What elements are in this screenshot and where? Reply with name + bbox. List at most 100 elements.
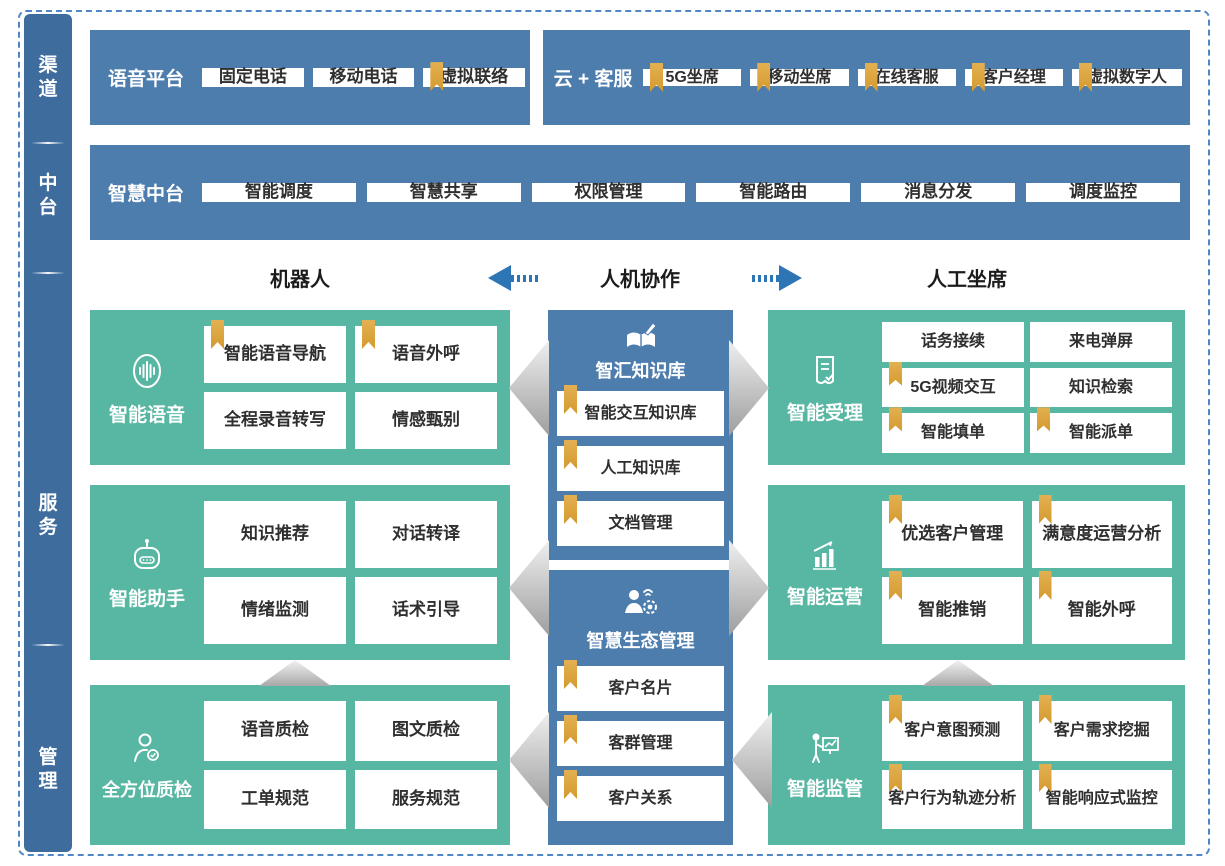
layer-label-text: 渠道: [38, 55, 58, 100]
feature-card: 客户经理: [964, 62, 1063, 92]
arrow-right-icon: [752, 265, 802, 291]
feature-label: 权限管理: [574, 182, 643, 202]
smart-midplatform-items: 智能调度 智慧共享 权限管理 智能路由 消息分发 调度监控: [202, 182, 1180, 202]
feature-card: 话务接续: [882, 322, 1024, 362]
feature-label: 情感甄别: [392, 410, 460, 430]
bookmark-ribbon-icon: [564, 440, 577, 469]
voice-platform-panel: 语音平台 固定电话 移动电话 虚拟联络: [90, 30, 530, 125]
feature-card: 客户行为轨迹分析: [882, 763, 1023, 829]
bookmark-ribbon-icon: [889, 763, 902, 793]
arrow-right-head: [779, 265, 802, 291]
ecosystem-management-title: 智慧生态管理: [586, 631, 695, 651]
knowledge-base-panel: 智汇知识库 智能交互知识库 人工知识库 文档管理: [548, 310, 733, 560]
feature-card: 调度监控: [1026, 182, 1180, 202]
feature-label: 客户行为轨迹分析: [888, 790, 1017, 808]
feature-label: 语音外呼: [392, 344, 460, 364]
feature-label: 智能交互知识库: [584, 404, 697, 422]
feature-label: 智能语音导航: [224, 344, 326, 364]
feature-label: 虚拟联络: [440, 67, 509, 87]
feature-label: 客户需求挖掘: [1053, 721, 1150, 739]
smart-acceptance-side: 智能受理: [768, 310, 882, 465]
trend-chart-icon: [813, 540, 836, 570]
feature-card: 在线客服: [857, 62, 956, 92]
feature-card: 全程录音转写: [204, 392, 346, 449]
feature-card: 客户名片: [557, 660, 724, 711]
feature-card: 满意度运营分析: [1031, 495, 1172, 568]
bookmark-ribbon-icon: [1079, 62, 1092, 92]
feature-card: 移动坐席: [750, 62, 849, 92]
bookmark-ribbon-icon: [1038, 495, 1052, 524]
feature-label: 文档管理: [608, 514, 673, 532]
smart-voice-items: 智能语音导航 语音外呼 全程录音转写 情感甄别: [204, 310, 510, 465]
header-robot: 机器人: [270, 269, 330, 291]
arrow-left-icon: [488, 265, 538, 291]
bookmark-ribbon-icon: [1037, 407, 1050, 432]
feature-card: 人工知识库: [557, 440, 724, 491]
bookmark-ribbon-icon: [564, 660, 577, 689]
feature-label: 消息分发: [904, 182, 973, 202]
layer-label-management: 管理: [24, 746, 72, 794]
smart-supervision-panel: 智能监管 客户意图预测 客户需求挖掘 客户行为轨迹分析 智能响应式监控: [768, 685, 1185, 845]
feature-label: 智能外呼: [1067, 600, 1136, 620]
feature-label: 情绪监测: [241, 600, 309, 620]
arrow-right-tail: [752, 274, 779, 282]
feature-label: 在线客服: [874, 68, 939, 86]
feature-label: 全程录音转写: [224, 410, 326, 430]
feature-card: 文档管理: [557, 495, 724, 546]
feature-card: 智能填单: [882, 407, 1024, 453]
feature-label: 客户名片: [608, 679, 673, 697]
quality-inspection-title: 全方位质检: [102, 779, 192, 800]
monitor-presenter-icon: [812, 733, 839, 763]
feature-label: 智能响应式监控: [1045, 790, 1158, 808]
feature-card: 语音质检: [204, 701, 346, 761]
bookmark-ribbon-icon: [211, 320, 224, 349]
bookmark-ribbon-icon: [1038, 571, 1052, 600]
bookmark-ribbon-icon: [889, 361, 902, 386]
bookmark-ribbon-icon: [564, 385, 577, 414]
header-human-machine: 人机协作: [600, 269, 680, 291]
feature-card: 情感甄别: [355, 392, 497, 449]
cloud-service-panel: 云 + 客服 5G坐席 移动坐席 在线客服 客户经理 虚拟数字人: [543, 30, 1190, 125]
feature-card: 话术引导: [355, 577, 497, 644]
feature-card: 权限管理: [531, 182, 686, 202]
smart-voice-panel: 智能语音 智能语音导航 语音外呼 全程录音转写 情感甄别: [90, 310, 510, 465]
smart-midplatform-panel: 智慧中台 智能调度 智慧共享 权限管理 智能路由 消息分发 调度监控: [90, 145, 1190, 240]
cloud-service-title: 云 + 客服: [553, 69, 633, 90]
feature-card: 客户关系: [557, 770, 724, 821]
smart-assistant-title: 智能助手: [108, 588, 185, 610]
feature-label: 固定电话: [218, 67, 287, 87]
bookmark-ribbon-icon: [564, 715, 577, 744]
arrow-left-head: [488, 265, 511, 291]
feature-label: 优选客户管理: [901, 524, 1004, 544]
feature-label: 智能推销: [918, 600, 987, 620]
feature-label: 移动电话: [329, 67, 398, 87]
layer-divider: [32, 272, 64, 274]
feature-label: 语音质检: [241, 720, 309, 740]
feature-card: 5G坐席: [643, 62, 742, 92]
feature-card: 智能派单: [1030, 407, 1172, 453]
dashed-border: [18, 10, 1210, 856]
feature-label: 知识推荐: [241, 524, 309, 544]
feature-card: 智能调度: [202, 182, 356, 202]
layer-divider: [32, 644, 64, 646]
feature-card: 智慧共享: [366, 182, 521, 202]
feature-label: 移动坐席: [767, 68, 832, 86]
robot-icon: [134, 538, 160, 569]
feature-card: 对话转译: [355, 501, 497, 568]
feature-card: 虚拟联络: [423, 62, 526, 92]
bookmark-ribbon-icon: [564, 770, 577, 799]
bookmark-ribbon-icon: [650, 62, 663, 92]
layer-label-text: 中台: [38, 173, 58, 218]
feature-card: 来电弹屏: [1030, 322, 1172, 362]
feature-label: 5G坐席: [665, 68, 719, 86]
feature-card: 智能语音导航: [204, 320, 346, 383]
bookmark-ribbon-icon: [564, 495, 577, 524]
feature-label: 智能填单: [920, 424, 985, 442]
smart-assistant-side: 智能助手: [90, 485, 204, 660]
smart-assistant-items: 知识推荐 对话转译 情绪监测 话术引导: [204, 485, 510, 660]
layer-label-midplatform: 中台: [24, 172, 72, 220]
smart-acceptance-title: 智能受理: [786, 402, 863, 424]
feature-label: 知识检索: [1068, 378, 1133, 396]
feature-label: 智能路由: [739, 182, 808, 202]
